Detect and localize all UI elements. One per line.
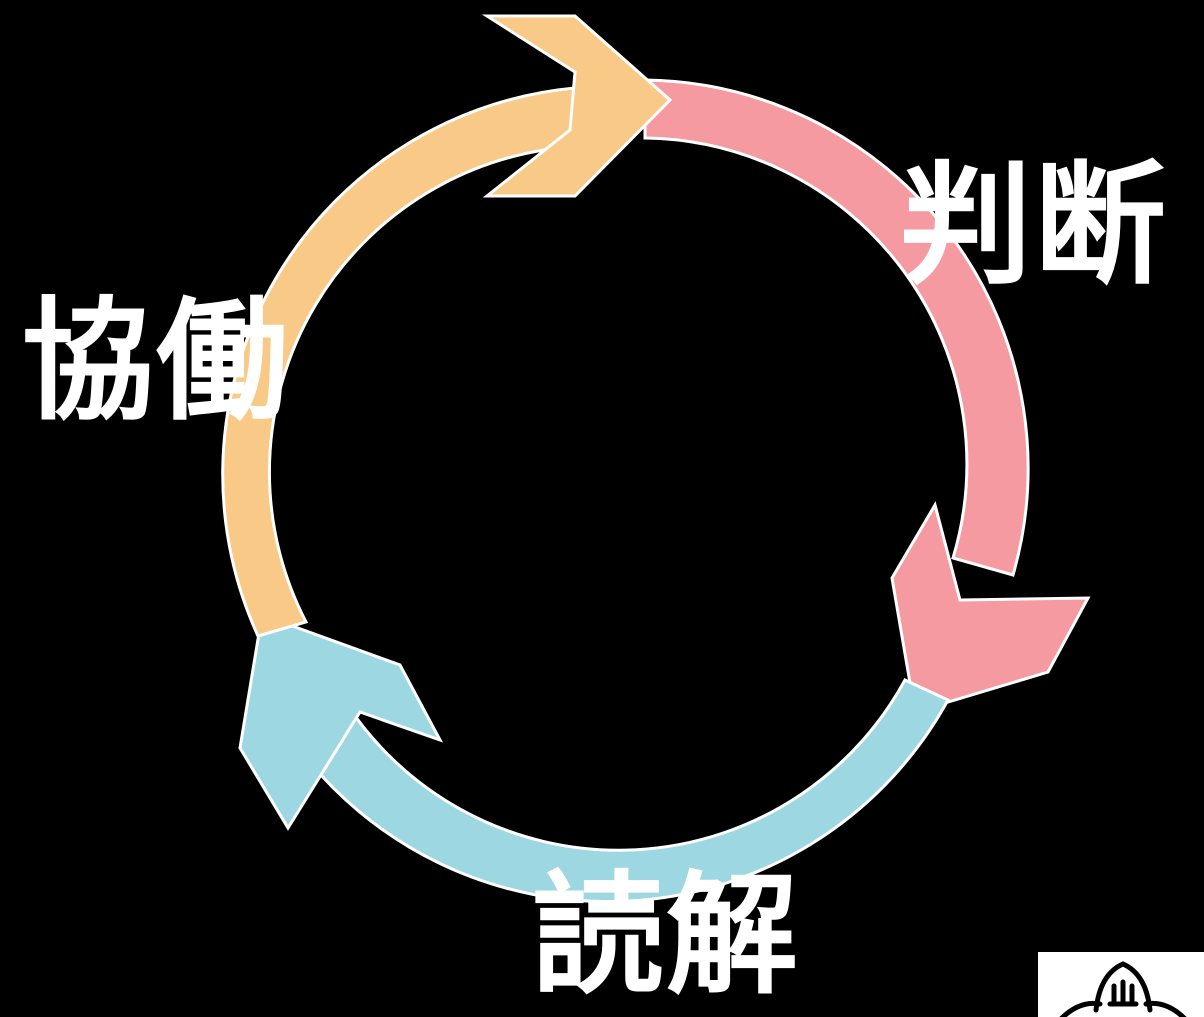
label-reading: 読解	[532, 859, 800, 1013]
label-judgment: 判断	[900, 149, 1168, 303]
school-emblem-icon	[1038, 952, 1204, 1017]
reading-arrow-head	[238, 612, 444, 831]
judgment-arrow	[643, 78, 1091, 714]
collaboration-arrow	[221, 14, 673, 638]
judgment-arrow-head	[890, 501, 1091, 714]
reading-arrow	[238, 612, 951, 904]
collaboration-arrow-head	[481, 14, 673, 198]
judgment-arrow-band	[643, 78, 1030, 577]
label-collaboration: 協働	[22, 285, 290, 439]
